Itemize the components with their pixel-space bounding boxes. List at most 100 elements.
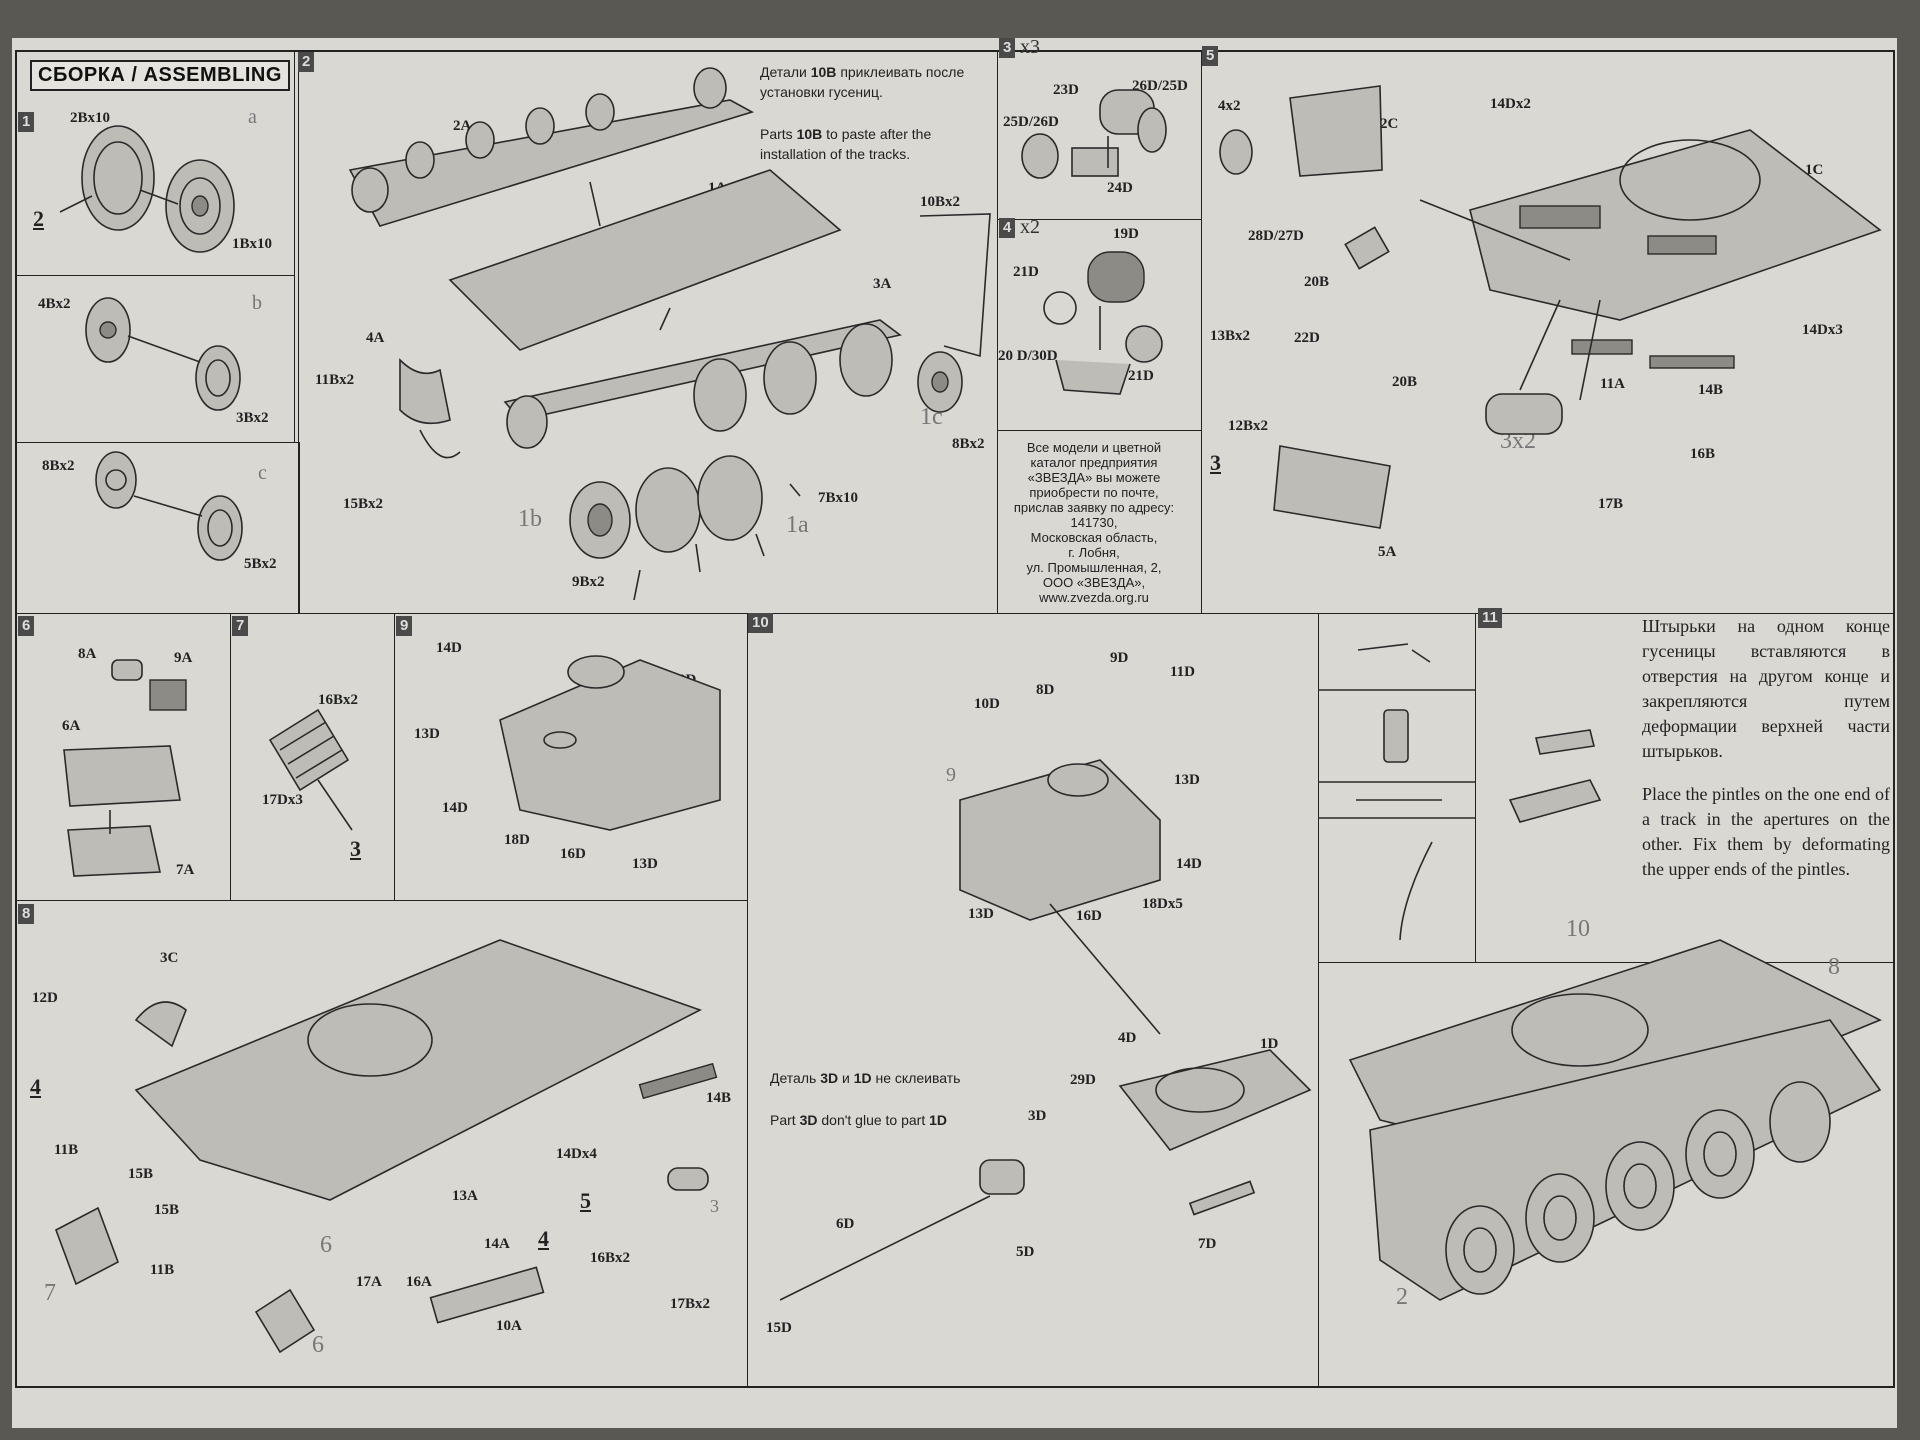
part-label: 5A bbox=[1378, 544, 1397, 560]
part-label: 28D/27D bbox=[1248, 228, 1304, 244]
step-reference: 3 bbox=[350, 836, 361, 861]
part-label: 20B bbox=[1392, 374, 1418, 390]
step-2-note-ru: Детали 10B приклеивать после установки г… bbox=[760, 64, 965, 100]
step-reference: 8 bbox=[1828, 954, 1840, 980]
road-wheel-drawing bbox=[59, 125, 235, 253]
track-pin-drawing bbox=[1508, 729, 1602, 823]
part-label: 7A bbox=[176, 862, 195, 878]
part-label: 14D bbox=[436, 640, 462, 656]
step-number-2: 2 bbox=[298, 52, 315, 72]
part-label: 14D bbox=[1176, 856, 1202, 872]
step-reference: 3 bbox=[1210, 450, 1221, 475]
sub-step-1b: 1b bbox=[518, 506, 542, 532]
sub-step-1a: 1a bbox=[786, 512, 809, 538]
step-number-5: 5 bbox=[1202, 46, 1219, 66]
part-label: 4Bx2 bbox=[38, 296, 71, 312]
step-number-9: 9 bbox=[396, 616, 413, 636]
part-label: 3Bx2 bbox=[236, 410, 269, 426]
step-number-8: 8 bbox=[18, 904, 35, 924]
step-4-multiplier: x2 bbox=[1020, 216, 1040, 238]
part-label: 19D bbox=[1113, 226, 1139, 242]
part-label: 17A bbox=[356, 1274, 382, 1290]
part-label: 20B bbox=[1304, 274, 1330, 290]
part-label: 15B bbox=[128, 1166, 154, 1182]
part-label: 23D bbox=[1053, 82, 1079, 98]
step-reference: 6 bbox=[320, 1232, 332, 1258]
part-label: 9D bbox=[1110, 650, 1129, 666]
sub-step-b: b bbox=[252, 292, 262, 314]
part-label: 29D bbox=[1070, 1072, 1096, 1088]
part-label: 4D bbox=[1118, 1030, 1137, 1046]
hub-drawing bbox=[85, 297, 241, 411]
part-label: 21D bbox=[1128, 368, 1154, 384]
part-label: 15D bbox=[766, 1320, 792, 1336]
part-label: 17B bbox=[1598, 496, 1624, 512]
step-reference: 2 bbox=[1396, 1284, 1408, 1310]
part-label: 13D bbox=[414, 726, 440, 742]
part-label: 8D bbox=[1036, 682, 1055, 698]
step-reference: 5 bbox=[580, 1188, 591, 1213]
part-label: 22D bbox=[1294, 330, 1320, 346]
part-label: 8Bx2 bbox=[42, 458, 75, 474]
part-label: 8A bbox=[78, 646, 97, 662]
part-label: 5Bx2 bbox=[244, 556, 277, 572]
pintle-steps-drawing bbox=[1318, 643, 1476, 941]
part-label: 17Dx3 bbox=[262, 792, 303, 808]
part-label: 6A bbox=[62, 718, 81, 734]
part-label: 6D bbox=[836, 1216, 855, 1232]
part-label: 4x2 bbox=[1218, 98, 1241, 114]
part-label: 26D/25D bbox=[1132, 78, 1188, 94]
part-label: 15Bx2 bbox=[343, 496, 384, 512]
step-reference: 4 bbox=[538, 1226, 549, 1251]
turret-assembly-drawing bbox=[779, 759, 1312, 1301]
part-label: 16D bbox=[1076, 908, 1102, 924]
part-label: 25D/26D bbox=[1003, 114, 1059, 130]
part-label: 18Dx5 bbox=[1142, 896, 1183, 912]
part-label: 3D bbox=[1028, 1108, 1047, 1124]
engine-deck-drawing bbox=[63, 659, 187, 877]
turret-drawing bbox=[499, 655, 721, 831]
sub-step-c: c bbox=[258, 462, 267, 484]
wheels-drawing bbox=[399, 323, 963, 601]
part-label: 11B bbox=[150, 1262, 175, 1278]
part-label: 14Dx2 bbox=[1490, 96, 1531, 112]
part-label: 8Bx2 bbox=[952, 436, 985, 452]
step-number-3: 3 bbox=[999, 38, 1016, 58]
step-number-1: 1 bbox=[18, 112, 35, 132]
part-label: 16A bbox=[406, 1274, 432, 1290]
panel-final bbox=[1318, 962, 1895, 1388]
step-11-text-en: Place the pintles on the one end of a tr… bbox=[1642, 784, 1890, 879]
part-label: 9Bx2 bbox=[572, 574, 605, 590]
step-number-7: 7 bbox=[232, 616, 249, 636]
part-label: 14A bbox=[484, 1236, 510, 1252]
part-label: 14D bbox=[442, 800, 468, 816]
hatch-parts-drawing bbox=[1021, 89, 1167, 179]
part-label: 5D bbox=[1016, 1244, 1035, 1260]
step-reference: 9 bbox=[946, 764, 956, 786]
part-label: 3A bbox=[873, 276, 892, 292]
part-label: 14B bbox=[706, 1090, 732, 1106]
part-label: 17Bx2 bbox=[670, 1296, 711, 1312]
part-label: 21D bbox=[1013, 264, 1039, 280]
part-label: 13D bbox=[632, 856, 658, 872]
step-reference: 3 bbox=[710, 1196, 719, 1216]
step-reference: 7 bbox=[44, 1280, 56, 1306]
page-title: СБОРКА / ASSEMBLING bbox=[30, 60, 290, 91]
sub-step-a: a bbox=[248, 106, 257, 128]
part-label: 1C bbox=[1805, 162, 1824, 178]
step-2-note-en: Parts 10B to paste after the installatio… bbox=[760, 126, 932, 162]
part-label: 13D bbox=[1174, 772, 1200, 788]
part-label: 2Bx10 bbox=[70, 110, 111, 126]
upper-hull-drawing bbox=[1219, 85, 1882, 529]
step-number-6: 6 bbox=[18, 616, 35, 636]
part-label: 2C bbox=[1380, 116, 1399, 132]
part-label: 13D bbox=[968, 906, 994, 922]
hull-assembly-drawing bbox=[55, 939, 718, 1354]
part-label: 14B bbox=[1698, 382, 1724, 398]
part-label: 11A bbox=[1600, 376, 1626, 392]
periscope-parts-drawing bbox=[1043, 251, 1163, 395]
part-label: 15B bbox=[154, 1202, 180, 1218]
part-label: 12Bx2 bbox=[1228, 418, 1269, 434]
part-label: 18D bbox=[504, 832, 530, 848]
